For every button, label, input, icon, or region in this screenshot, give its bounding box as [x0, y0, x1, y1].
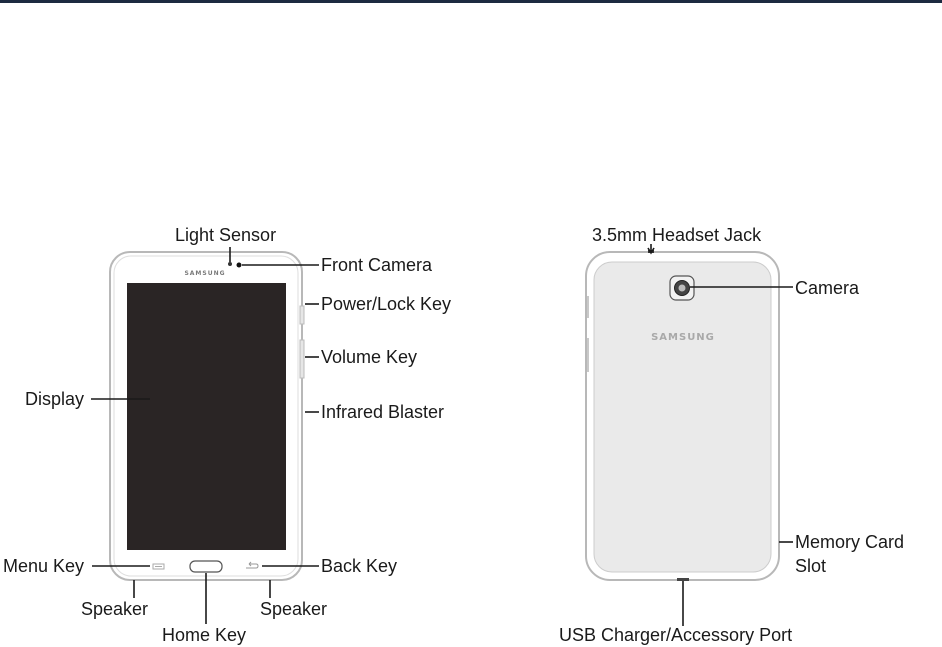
- label-front-camera: Front Camera: [321, 255, 432, 275]
- usb-port-shape: [677, 578, 689, 581]
- label-usb-port: USB Charger/Accessory Port: [559, 625, 792, 645]
- volume-key-shape: [300, 340, 304, 378]
- label-back-key: Back Key: [321, 556, 397, 576]
- label-power-lock-key: Power/Lock Key: [321, 294, 451, 314]
- light-sensor-dot: [228, 262, 232, 266]
- rear-camera: [670, 276, 694, 300]
- label-menu-key: Menu Key: [3, 556, 84, 576]
- label-camera: Camera: [795, 278, 859, 298]
- front-device: SAMSUNG: [91, 247, 319, 624]
- display-screen: [127, 283, 286, 550]
- label-memory-card-line1: Memory Card: [795, 532, 904, 552]
- front-camera-lens: [237, 263, 242, 268]
- label-display: Display: [25, 389, 84, 409]
- back-panel: [594, 262, 771, 572]
- front-brand-logo: SAMSUNG: [184, 270, 225, 277]
- label-volume-key: Volume Key: [321, 347, 417, 367]
- label-speaker-left: Speaker: [81, 599, 148, 619]
- label-speaker-right: Speaker: [260, 599, 327, 619]
- back-device: SAMSUNG: [586, 244, 793, 626]
- power-lock-key-shape: [300, 306, 304, 324]
- back-brand-logo: SAMSUNG: [651, 332, 715, 343]
- label-headset-jack: 3.5mm Headset Jack: [592, 225, 761, 245]
- label-infrared-blaster: Infrared Blaster: [321, 402, 444, 422]
- label-home-key: Home Key: [162, 625, 246, 645]
- home-key-button: [190, 561, 222, 572]
- label-memory-card-line2: Slot: [795, 556, 826, 576]
- label-light-sensor: Light Sensor: [175, 225, 276, 245]
